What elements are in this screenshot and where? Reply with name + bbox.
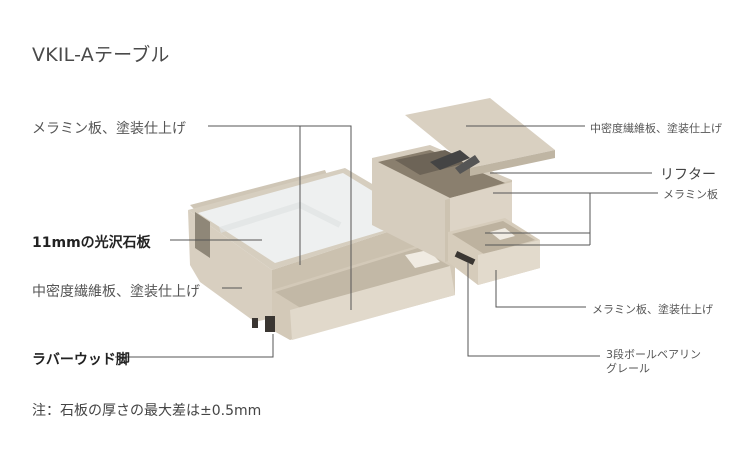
label-ball-bearing-2: グレール <box>606 362 650 375</box>
label-right-mdf-paint: 中密度繊維板、塗装仕上げ <box>590 122 722 135</box>
leader-lines <box>115 125 658 358</box>
label-melamine-paint: メラミン板、塗装仕上げ <box>32 121 186 137</box>
label-glossy-stone: 11mmの光沢石板 <box>32 235 151 251</box>
page-title: VKIL-Aテーブル <box>32 44 170 66</box>
label-mdf-paint: 中密度繊維板、塗装仕上げ <box>32 284 200 300</box>
label-rubberwood-leg: ラバーウッド脚 <box>32 352 130 368</box>
lifter-top <box>405 98 555 168</box>
label-melamine: メラミン板 <box>663 188 718 201</box>
label-lifter: リフター <box>660 167 716 183</box>
main-table <box>188 168 455 340</box>
rubberwood-leg <box>265 316 275 332</box>
label-right-melamine-paint: メラミン板、塗装仕上げ <box>592 303 713 316</box>
footnote: 注：石板の厚さの最大差は±0.5mm <box>32 403 262 419</box>
label-ball-bearing-1: 3段ボールベアリン <box>606 348 701 361</box>
side-cabinet <box>372 98 555 285</box>
